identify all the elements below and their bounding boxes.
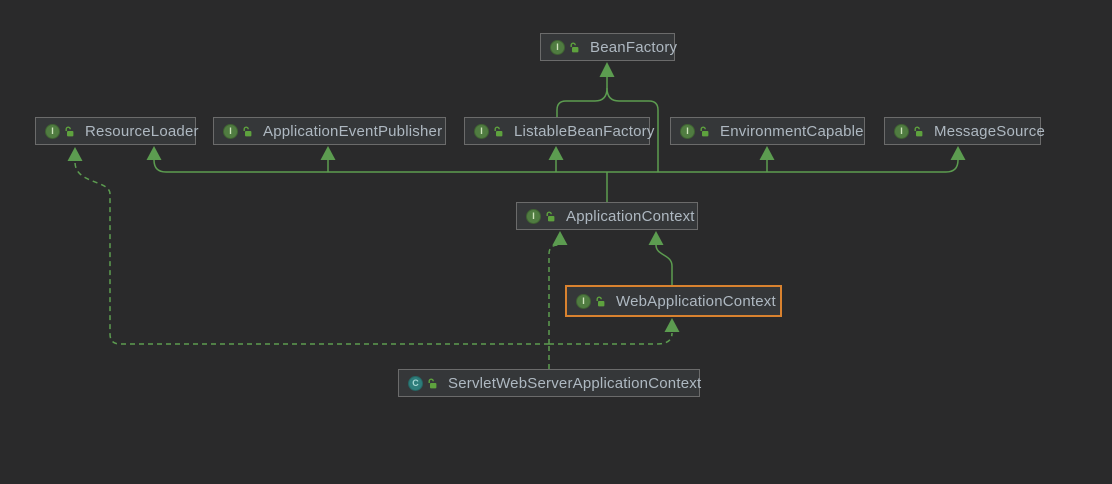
node-listable-bean-factory[interactable]: I ListableBeanFactory xyxy=(464,117,654,145)
interface-icon: I xyxy=(474,123,489,139)
node-label: EnvironmentCapable xyxy=(720,122,864,140)
class-icon: C xyxy=(408,375,423,391)
lock-icon xyxy=(570,42,579,52)
node-web-application-context[interactable]: I WebApplicationContext xyxy=(565,285,782,317)
arrowhead-appcontext-solid xyxy=(648,231,664,245)
node-application-event-publisher[interactable]: I ApplicationEventPublisher xyxy=(213,117,446,145)
edge-bus-to-beanfactory xyxy=(606,87,659,172)
node-label: MessageSource xyxy=(934,122,1045,140)
node-label: ListableBeanFactory xyxy=(514,122,655,140)
interface-icon: I xyxy=(894,123,909,139)
interface-icon: I xyxy=(576,293,591,309)
arrowhead-appcontext-dashed xyxy=(552,231,568,245)
lock-icon xyxy=(494,126,503,136)
arrowhead-environmentcapable xyxy=(759,146,775,160)
lock-icon xyxy=(914,126,923,136)
interface-icon: I xyxy=(526,208,541,224)
arrowhead-resourceloader-dashed xyxy=(67,147,83,161)
lock-icon xyxy=(596,296,605,306)
lock-icon xyxy=(700,126,709,136)
node-servlet-web-server-application-context[interactable]: C ServletWebServerApplicationContext xyxy=(398,369,702,397)
node-label: ServletWebServerApplicationContext xyxy=(448,374,702,392)
edge-bus-right-end xyxy=(945,159,959,173)
interface-icon: I xyxy=(550,39,565,55)
interface-icon: I xyxy=(45,123,60,139)
interface-icon: I xyxy=(680,123,695,139)
edge-servlet-to-webappcontext xyxy=(549,332,673,345)
arrowhead-listablebeanfactory xyxy=(548,146,564,160)
node-resource-loader[interactable]: I ResourceLoader xyxy=(35,117,199,145)
node-label: WebApplicationContext xyxy=(616,292,776,310)
lock-icon xyxy=(65,126,74,136)
edge-servlet-to-appcontext xyxy=(548,244,559,344)
arrowheads xyxy=(67,62,966,332)
node-bean-factory[interactable]: I BeanFactory xyxy=(540,33,678,61)
node-label: ResourceLoader xyxy=(85,122,199,140)
edge-listable-to-beanfactory xyxy=(556,77,608,117)
lock-icon xyxy=(428,378,437,388)
node-application-context[interactable]: I ApplicationContext xyxy=(516,202,698,230)
arrowhead-eventpublisher xyxy=(320,146,336,160)
arrowhead-messagesource xyxy=(950,146,966,160)
lock-icon xyxy=(243,126,252,136)
edge-bus-left-end xyxy=(153,159,167,173)
node-label: BeanFactory xyxy=(590,38,678,56)
edge-webappcontext-to-appcontext xyxy=(655,244,673,285)
node-environment-capable[interactable]: I EnvironmentCapable xyxy=(670,117,865,145)
lock-icon xyxy=(546,211,555,221)
node-message-source[interactable]: I MessageSource xyxy=(884,117,1045,145)
edge-servlet-to-resourceloader xyxy=(74,161,549,345)
arrowhead-webappcontext xyxy=(664,318,680,332)
arrowhead-resourceloader-solid xyxy=(146,146,162,160)
node-label: ApplicationContext xyxy=(566,207,695,225)
node-label: ApplicationEventPublisher xyxy=(263,122,443,140)
interface-icon: I xyxy=(223,123,238,139)
arrowhead-beanfactory xyxy=(599,62,615,77)
